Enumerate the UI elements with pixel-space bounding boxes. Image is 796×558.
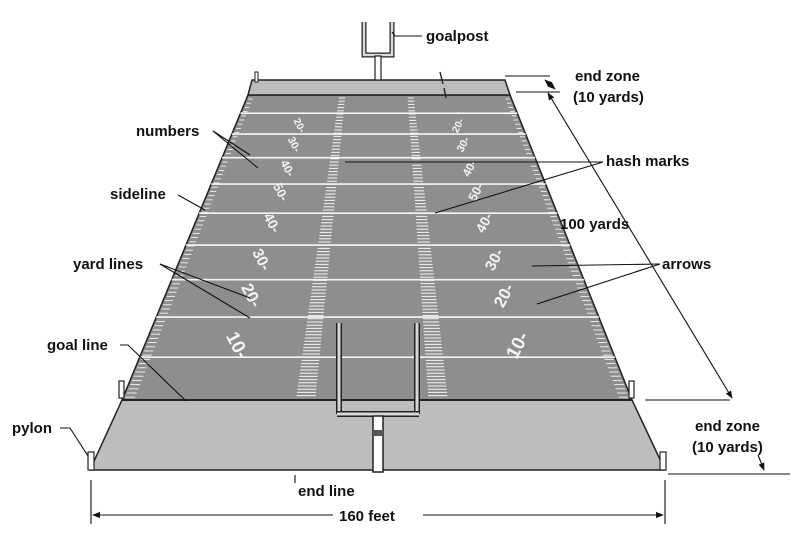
hash-marks-label: hash marks bbox=[606, 153, 689, 170]
pylon-goal-left bbox=[118, 380, 125, 399]
pylon-near-right bbox=[659, 451, 667, 471]
pylon-near-left bbox=[87, 451, 95, 471]
hash-marks bbox=[296, 97, 448, 397]
end-zone-bottom-sub-label: (10 yards) bbox=[692, 439, 763, 456]
goal-line-label: goal line bbox=[47, 337, 108, 354]
goalpost-far bbox=[361, 22, 395, 81]
end-zone-top-sub-label: (10 yards) bbox=[573, 89, 644, 106]
end-zone-top-label: end zone bbox=[575, 68, 640, 85]
pylon-far-left bbox=[254, 71, 259, 83]
pylon-label: pylon bbox=[12, 420, 52, 437]
yard-lines-label: yard lines bbox=[73, 256, 143, 273]
end-line-label: end line bbox=[298, 483, 355, 500]
width-label: 160 feet bbox=[339, 508, 395, 525]
end-zone-far bbox=[247, 79, 512, 96]
end-zone-bottom-label: end zone bbox=[695, 418, 760, 435]
hundred-yards-label: 100 yards bbox=[560, 216, 629, 233]
goalpost-near bbox=[336, 323, 420, 473]
goalpost-label: goalpost bbox=[426, 28, 489, 45]
arrows-label: arrows bbox=[662, 256, 711, 273]
playing-field bbox=[120, 94, 634, 401]
yard-lines bbox=[139, 112, 615, 358]
pylon-goal-right bbox=[628, 380, 635, 399]
sideline-label: sideline bbox=[110, 186, 166, 203]
numbers-label: numbers bbox=[136, 123, 199, 140]
